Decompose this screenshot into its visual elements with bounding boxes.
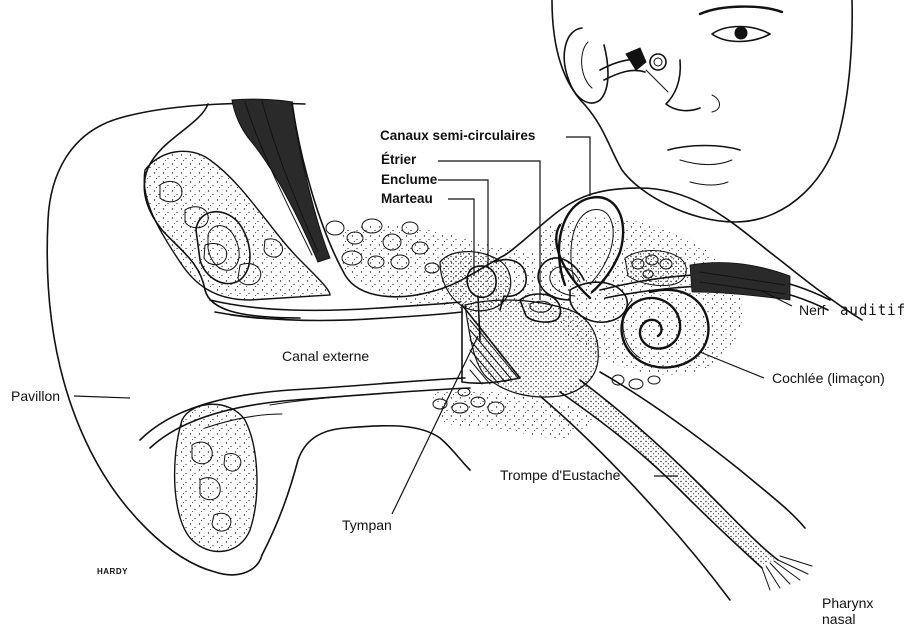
- label-pharynx-nasal: nasal: [822, 611, 855, 626]
- label-canaux-semi-circulaires: Canaux semi-circulaires: [380, 128, 535, 143]
- face-inset: [552, 0, 852, 222]
- label-trompe-eustache: Trompe d'Eustache: [500, 467, 621, 483]
- eustachian-tube: [540, 372, 812, 600]
- label-enclume: Enclume: [381, 172, 438, 187]
- label-marteau: Marteau: [381, 191, 433, 206]
- label-nerf-prefix: Nerf: [799, 302, 826, 318]
- label-cochlee: Cochlée (limaçon): [772, 370, 885, 386]
- label-tympan: Tympan: [342, 517, 392, 533]
- label-nerf-auditif: auditif: [840, 301, 906, 319]
- label-etrier: Étrier: [381, 152, 417, 167]
- label-pharynx: Pharynx: [822, 595, 873, 611]
- label-pavillon: Pavillon: [11, 388, 60, 404]
- label-canal-externe: Canal externe: [282, 348, 369, 364]
- artist-signature: HARDY: [97, 567, 128, 576]
